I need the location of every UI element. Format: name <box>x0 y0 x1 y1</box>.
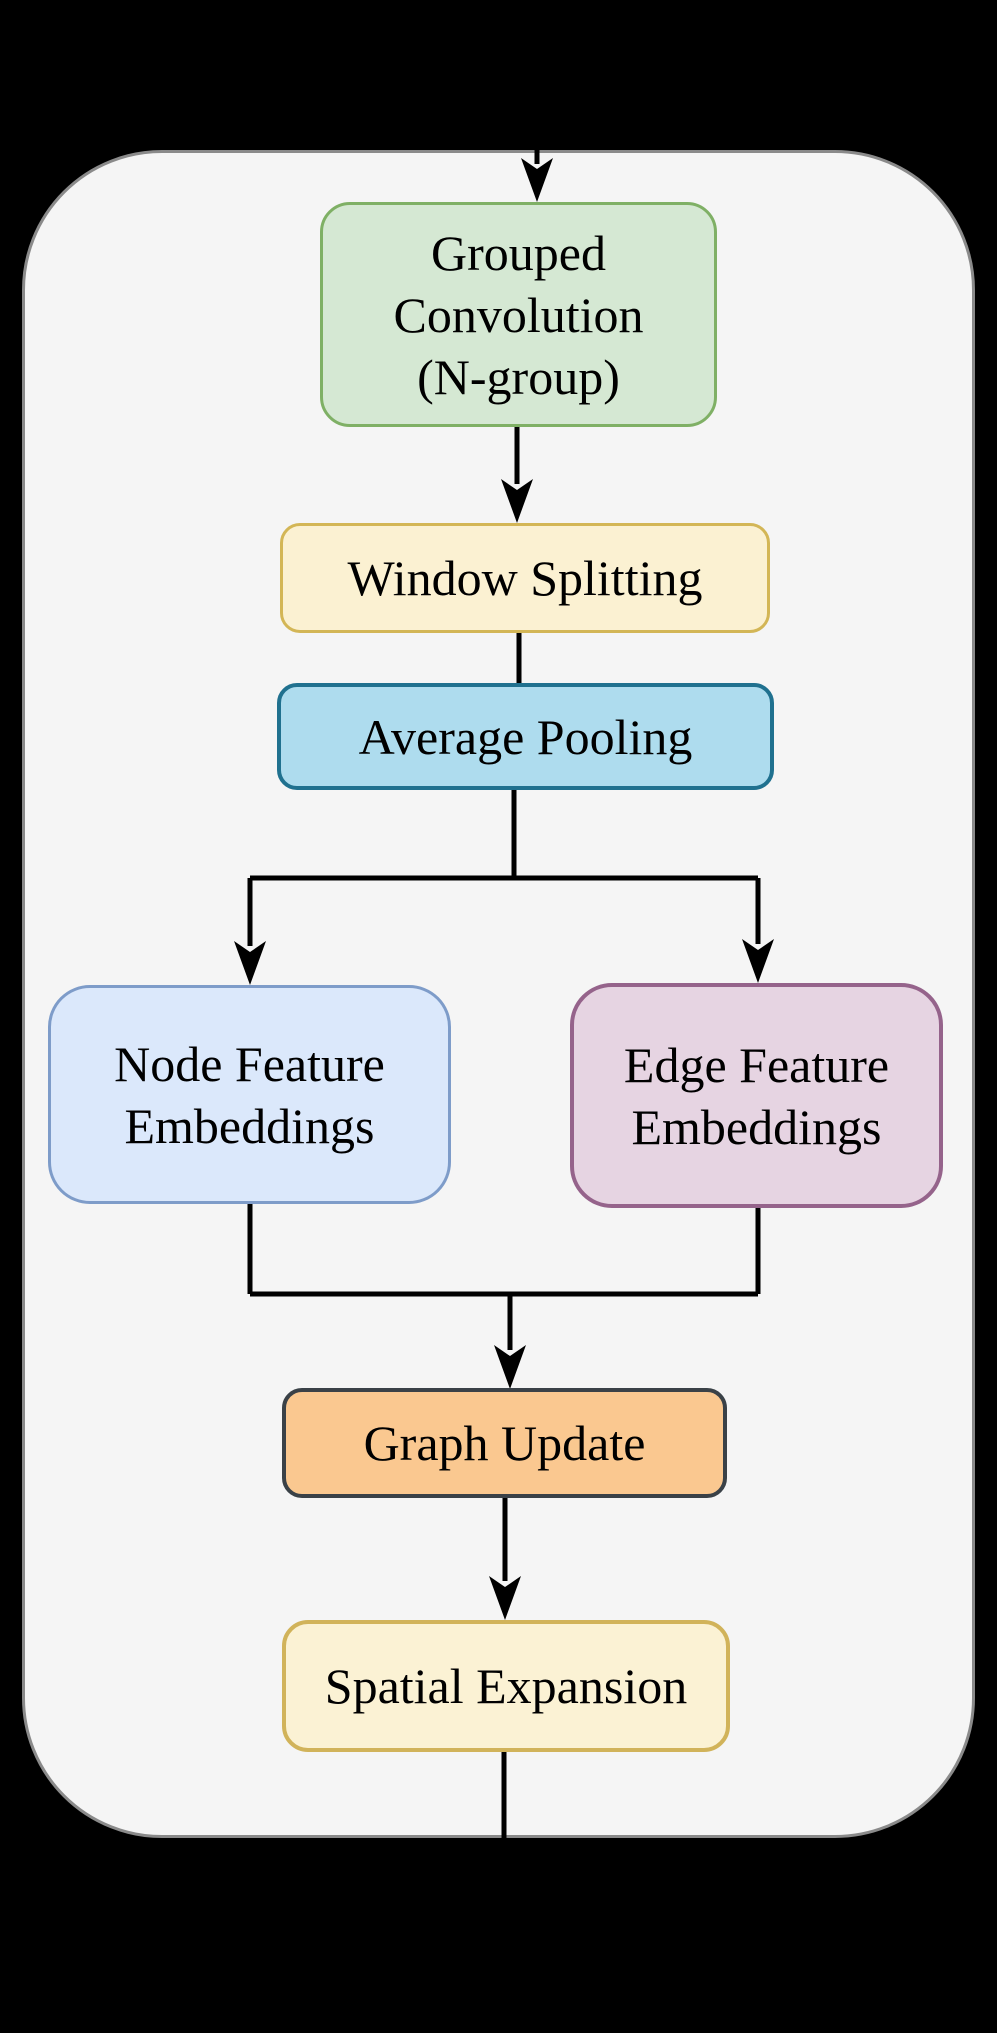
node-label-line: Spatial Expansion <box>324 1658 688 1714</box>
node-average-pooling: Average Pooling <box>277 683 774 790</box>
node-label-line: Grouped <box>431 224 606 281</box>
node-label-line: Graph Update <box>363 1415 646 1471</box>
node-graph-update: Graph Update <box>282 1388 727 1498</box>
arrowhead-icon <box>494 1345 526 1389</box>
node-label-line: Embeddings <box>124 1097 375 1154</box>
arrowhead-icon <box>521 158 553 202</box>
node-label-line: (N-group) <box>417 348 620 405</box>
arrowhead-icon <box>742 939 774 983</box>
node-label-line: Convolution <box>393 286 644 343</box>
node-label-line: Average Pooling <box>358 708 693 765</box>
node-label-line: Node Feature <box>114 1035 385 1092</box>
node-edge-feature-embeddings: Edge Feature Embeddings <box>570 983 943 1208</box>
arrowhead-icon <box>489 1576 521 1620</box>
node-label-line: Window Splitting <box>347 550 703 606</box>
node-label-line: Embeddings <box>631 1098 882 1155</box>
arrowhead-icon <box>234 941 266 985</box>
node-grouped-convolution: Grouped Convolution (N-group) <box>320 202 717 427</box>
arrowhead-icon <box>501 479 533 523</box>
node-window-splitting: Window Splitting <box>280 523 770 633</box>
edge-average-pooling-split <box>247 790 761 946</box>
edge-embeddings-merge-to-graph-update <box>247 1204 761 1350</box>
node-spatial-expansion: Spatial Expansion <box>282 1620 730 1752</box>
node-node-feature-embeddings: Node Feature Embeddings <box>48 985 451 1204</box>
node-label-line: Edge Feature <box>623 1036 890 1093</box>
